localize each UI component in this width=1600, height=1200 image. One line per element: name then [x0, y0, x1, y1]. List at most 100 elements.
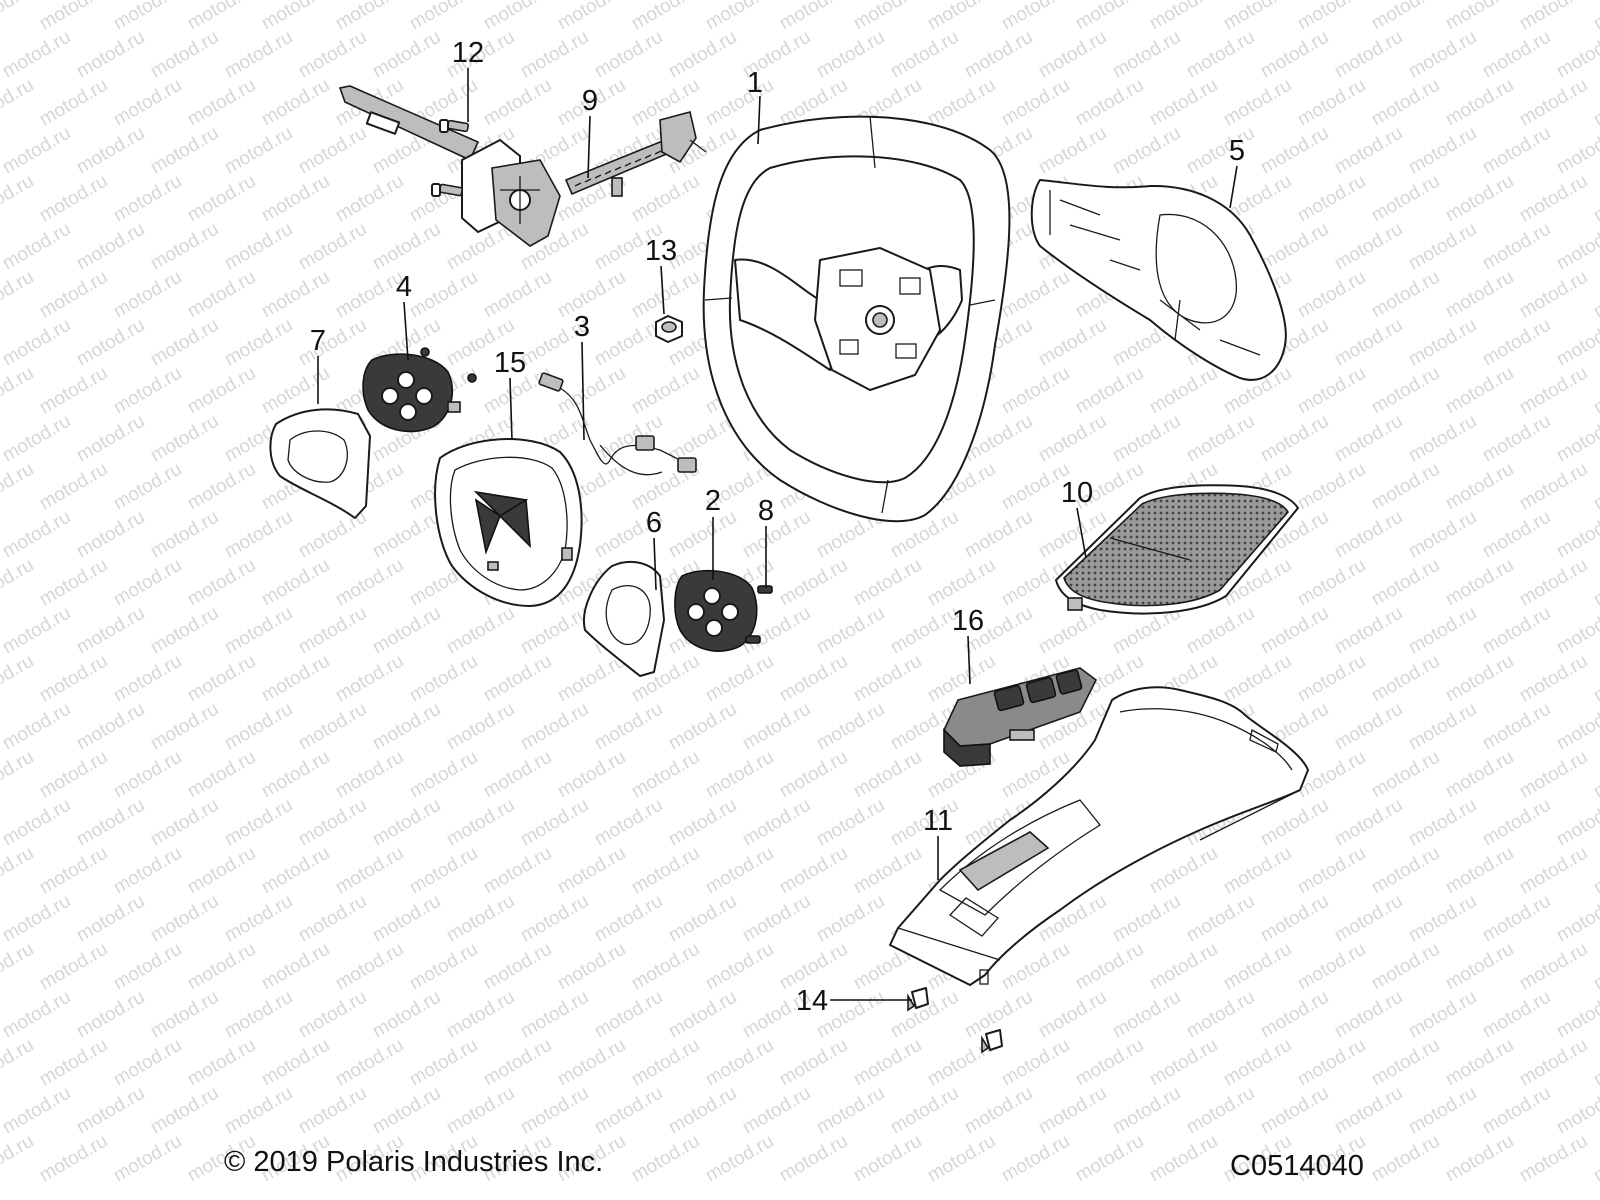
watermark-text: motod.ru	[480, 75, 555, 131]
watermark-text: motod.ru	[1146, 0, 1221, 34]
watermark-text: motod.ru	[0, 315, 74, 371]
watermark-text: motod.ru	[1516, 459, 1591, 515]
watermark-text: motod.ru	[147, 1083, 222, 1139]
watermark-text: motod.ru	[1405, 603, 1480, 659]
watermark-text: motod.ru	[369, 507, 444, 563]
watermark-text: motod.ru	[0, 795, 74, 851]
watermark-text: motod.ru	[1183, 123, 1258, 179]
watermark-text: motod.ru	[517, 1083, 592, 1139]
watermark-text: motod.ru	[554, 939, 629, 995]
watermark-text: motod.ru	[147, 987, 222, 1043]
watermark-text: motod.ru	[702, 747, 777, 803]
watermark-text: motod.ru	[1146, 75, 1221, 131]
watermark-text: motod.ru	[961, 27, 1036, 83]
watermark-text: motod.ru	[221, 27, 296, 83]
watermark-text: motod.ru	[1257, 411, 1332, 467]
watermark-text: motod.ru	[73, 219, 148, 275]
watermark-text: motod.ru	[702, 75, 777, 131]
callout-labels: 1 2 3 4 5 6 7 8 9 10 11 12 13 14 15 16	[310, 37, 1245, 1017]
part-3-wire-harness	[538, 372, 697, 476]
watermark-text: motod.ru	[1331, 1083, 1406, 1139]
watermark-text: motod.ru	[295, 1083, 370, 1139]
watermark-text: motod.ru	[1368, 747, 1443, 803]
watermark-text: motod.ru	[295, 27, 370, 83]
watermark-text: motod.ru	[1368, 1035, 1443, 1091]
watermark-text: motod.ru	[998, 1131, 1073, 1187]
watermark-text: motod.ru	[554, 363, 629, 419]
watermark-text: motod.ru	[73, 987, 148, 1043]
watermark-text: motod.ru	[1590, 363, 1600, 419]
watermark-text: motod.ru	[73, 795, 148, 851]
watermark-text: motod.ru	[147, 411, 222, 467]
watermark-text: motod.ru	[1553, 603, 1600, 659]
watermark-text: motod.ru	[554, 267, 629, 323]
watermark-text: motod.ru	[1442, 651, 1517, 707]
watermark-text: motod.ru	[517, 987, 592, 1043]
watermark-text: motod.ru	[1405, 699, 1480, 755]
watermark-text: motod.ru	[1257, 891, 1332, 947]
watermark-text: motod.ru	[850, 843, 925, 899]
watermark-text: motod.ru	[36, 843, 111, 899]
watermark-text: motod.ru	[1479, 795, 1554, 851]
watermark-text: motod.ru	[1590, 939, 1600, 995]
watermark-text: motod.ru	[332, 0, 407, 34]
watermark-text: motod.ru	[1479, 699, 1554, 755]
callout-5: 5	[1229, 135, 1245, 167]
watermark-text: motod.ru	[1368, 843, 1443, 899]
watermark-text: motod.ru	[776, 747, 851, 803]
watermark-text: motod.ru	[221, 507, 296, 563]
watermark-text: motod.ru	[73, 123, 148, 179]
watermark-text: motod.ru	[961, 507, 1036, 563]
watermark-text: motod.ru	[850, 747, 925, 803]
watermark-text: motod.ru	[1405, 1083, 1480, 1139]
leader-lines	[317, 68, 1238, 1001]
watermark-text: motod.ru	[0, 1035, 37, 1091]
watermark-text: motod.ru	[0, 507, 74, 563]
watermark-text: motod.ru	[332, 555, 407, 611]
watermark-text: motod.ru	[665, 987, 740, 1043]
watermark-text: motod.ru	[591, 795, 666, 851]
watermark-text: motod.ru	[850, 651, 925, 707]
watermark-text: motod.ru	[295, 699, 370, 755]
watermark-text: motod.ru	[480, 843, 555, 899]
watermark-text: motod.ru	[0, 411, 74, 467]
watermark-text: motod.ru	[1183, 603, 1258, 659]
watermark-text: motod.ru	[221, 891, 296, 947]
watermark-text: motod.ru	[665, 891, 740, 947]
watermark-text: motod.ru	[1294, 1035, 1369, 1091]
watermark-text: motod.ru	[221, 315, 296, 371]
watermark-text: motod.ru	[369, 795, 444, 851]
watermark-text: motod.ru	[1479, 27, 1554, 83]
watermark-text: motod.ru	[776, 843, 851, 899]
copyright-notice: © 2019 Polaris Industries Inc.	[224, 1146, 604, 1178]
watermark-text: motod.ru	[1479, 411, 1554, 467]
watermark-text: motod.ru	[258, 0, 333, 34]
watermark-text: motod.ru	[443, 795, 518, 851]
part-9-stalk-switch	[338, 85, 707, 247]
watermark-text: motod.ru	[1590, 555, 1600, 611]
watermark-text: motod.ru	[1516, 0, 1591, 34]
watermark-text: motod.ru	[1331, 987, 1406, 1043]
watermark-text: motod.ru	[517, 891, 592, 947]
watermark-text: motod.ru	[36, 651, 111, 707]
watermark-text: motod.ru	[36, 939, 111, 995]
watermark-text: motod.ru	[184, 747, 259, 803]
watermark-text: motod.ru	[110, 843, 185, 899]
watermark-text: motod.ru	[998, 1035, 1073, 1091]
watermark-text: motod.ru	[1442, 75, 1517, 131]
diagram-code: C0514040	[1230, 1150, 1364, 1182]
watermark-text: motod.ru	[110, 651, 185, 707]
watermark-text: motod.ru	[591, 411, 666, 467]
watermark-text: motod.ru	[73, 27, 148, 83]
part-6-right-bezel	[583, 560, 665, 677]
watermark-text: motod.ru	[776, 651, 851, 707]
watermark-text: motod.ru	[443, 603, 518, 659]
watermark-text: motod.ru	[184, 363, 259, 419]
watermark-text: motod.ru	[1146, 363, 1221, 419]
callout-4: 4	[396, 271, 412, 303]
watermark-text: motod.ru	[665, 27, 740, 83]
callout-7: 7	[310, 325, 326, 357]
watermark-text: motod.ru	[1553, 123, 1600, 179]
watermark-text: motod.ru	[110, 939, 185, 995]
callout-14: 14	[796, 985, 828, 1017]
